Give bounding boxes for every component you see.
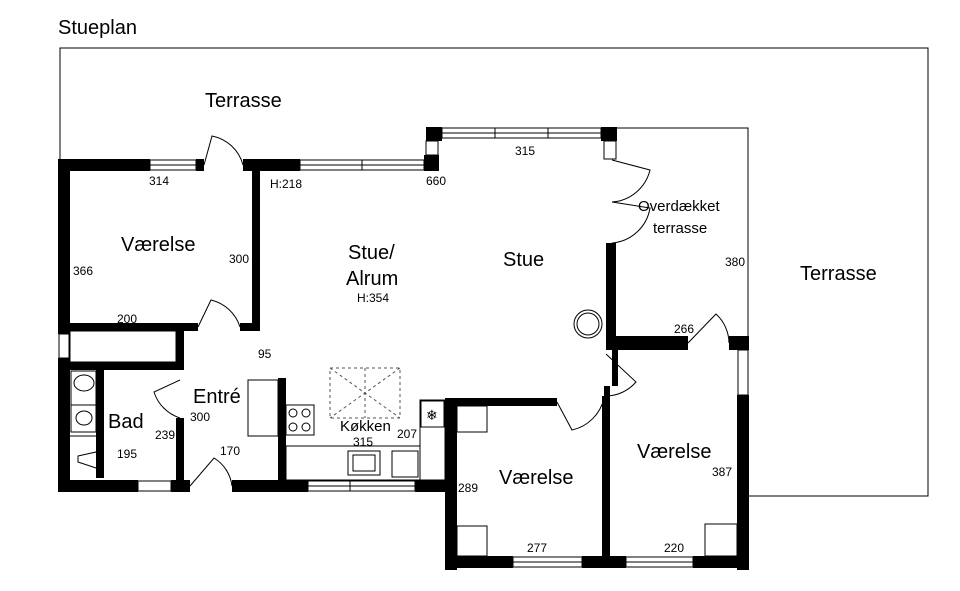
label-terrasse-top: Terrasse <box>205 90 282 112</box>
dim-315-kitchen: 315 <box>353 435 373 449</box>
dim-95: 95 <box>258 347 272 361</box>
dim-380: 380 <box>725 255 745 269</box>
walls <box>58 127 749 570</box>
dim-h218: H:218 <box>270 177 302 191</box>
room-labels: Terrasse Terrasse Værelse Stue/ Alrum H:… <box>108 90 877 489</box>
dim-314: 314 <box>149 174 169 188</box>
label-stue-alrum-height: H:354 <box>357 291 389 305</box>
label-stue: Stue <box>503 249 544 271</box>
dim-170: 170 <box>220 444 240 458</box>
dim-266: 266 <box>674 322 694 336</box>
label-stue-alrum-2: Alrum <box>346 268 398 290</box>
label-vaerelse-s: Værelse <box>499 467 573 489</box>
dim-207: 207 <box>397 427 417 441</box>
dim-315-top: 315 <box>515 144 535 158</box>
dim-366: 366 <box>73 264 93 278</box>
doors <box>153 135 730 487</box>
dimension-labels: 314 H:218 660 315 366 300 200 380 266 95… <box>73 144 745 555</box>
covered-terrace-outline <box>616 127 749 337</box>
windows <box>58 127 749 568</box>
dim-660: 660 <box>426 174 446 188</box>
dim-195: 195 <box>117 447 137 461</box>
label-stue-alrum-1: Stue/ <box>348 242 395 264</box>
title: Stueplan <box>58 17 137 39</box>
fixtures: ❄ <box>69 309 738 557</box>
label-vaerelse-se: Værelse <box>637 441 711 463</box>
dim-200: 200 <box>117 312 137 326</box>
label-overdaekket-1: Overdækket <box>638 198 721 215</box>
label-koekken: Køkken <box>340 418 391 435</box>
svg-text:❄: ❄ <box>426 407 438 423</box>
label-overdaekket-2: terrasse <box>653 220 707 237</box>
dim-289: 289 <box>458 481 478 495</box>
dim-239: 239 <box>155 428 175 442</box>
label-entre: Entré <box>193 386 241 408</box>
dim-387: 387 <box>712 465 732 479</box>
dim-220: 220 <box>664 541 684 555</box>
dim-300-entre: 300 <box>190 410 210 424</box>
label-bad: Bad <box>108 411 144 433</box>
label-vaerelse-nw: Værelse <box>121 234 195 256</box>
label-terrasse-right: Terrasse <box>800 263 877 285</box>
dim-277: 277 <box>527 541 547 555</box>
dim-300-nw: 300 <box>229 252 249 266</box>
terrace-boundary <box>59 47 929 497</box>
